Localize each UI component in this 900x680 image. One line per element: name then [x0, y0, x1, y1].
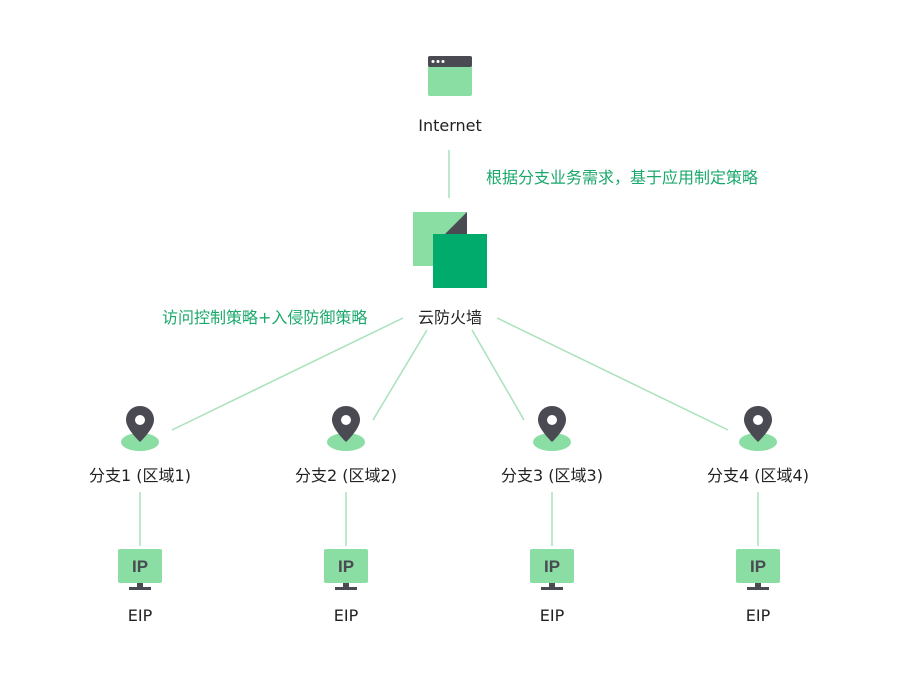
branch-policy-note: 访问控制策略+入侵防御策略 [162, 308, 368, 327]
location-pin-icon [121, 406, 159, 451]
browser-window-icon [428, 56, 472, 96]
internet-link-note: 根据分支业务需求，基于应用制定策略 [486, 168, 759, 187]
firewall-branch1-line [171, 317, 404, 431]
firewall-label: 云防火墙 [417, 308, 482, 327]
branch-2-label: 分支2 (区域2) [295, 466, 397, 485]
firewall-branch3-line [471, 329, 525, 421]
location-pin-icon [739, 406, 777, 451]
location-pin-icon [327, 406, 365, 451]
eip-icon-text: IP [544, 557, 560, 576]
eip-monitor-icon: IP [118, 549, 162, 590]
eip-monitor-icon: IP [736, 549, 780, 590]
internet-label: Internet [418, 116, 482, 135]
branch-4-eip-label: EIP [745, 606, 771, 625]
branch-1-eip-label: EIP [127, 606, 153, 625]
eip-icon-text: IP [132, 557, 148, 576]
firewall-icon [413, 212, 487, 288]
branch-4-label: 分支4 (区域4) [707, 466, 809, 485]
location-pin-icon [533, 406, 571, 451]
branch-3-eip-label: EIP [539, 606, 565, 625]
branch-2-eip-label: EIP [333, 606, 359, 625]
eip-icon-text: IP [338, 557, 354, 576]
firewall-branch4-line [496, 317, 729, 431]
eip-icon-text: IP [750, 557, 766, 576]
firewall-branch2-line [372, 329, 428, 421]
eip-monitor-icon: IP [530, 549, 574, 590]
branch-1-label: 分支1 (区域1) [89, 466, 191, 485]
branch-3-label: 分支3 (区域3) [501, 466, 603, 485]
eip-monitor-icon: IP [324, 549, 368, 590]
